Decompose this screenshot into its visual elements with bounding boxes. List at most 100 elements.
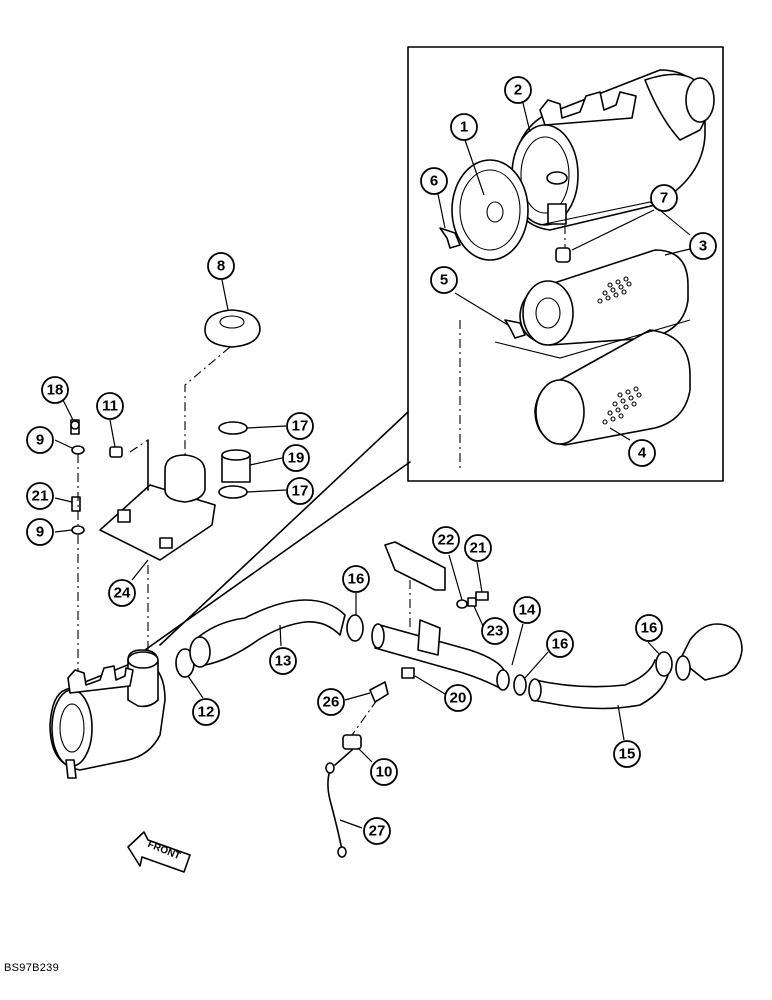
callout-16-turbo: 16: [635, 614, 663, 642]
callout-16-hose13: 16: [342, 565, 370, 593]
callout-20-label: 20: [450, 690, 467, 707]
elbow-fitting: [369, 681, 389, 703]
callout-13-label: 13: [275, 653, 292, 670]
callout-2: 2: [504, 76, 532, 104]
wing-nut-lower: [504, 319, 526, 339]
hose-clamp-16-turbo: [655, 651, 673, 677]
callout-27-label: 27: [369, 823, 386, 840]
pipe-bracket: [384, 541, 446, 656]
washer-lower: [71, 525, 85, 535]
callout-20: 20: [444, 684, 472, 712]
callout-21-right: 21: [464, 534, 492, 562]
outlet-hose: [528, 659, 671, 710]
bolt-part-21-left: [71, 496, 81, 512]
hose-clamp-16-right-pipe: [513, 674, 527, 696]
nut-part-23: [467, 597, 477, 607]
assembly-lines-inset: [459, 201, 691, 470]
callout-26: 26: [317, 688, 345, 716]
intake-hose: [189, 599, 346, 668]
callout-17-lower-label: 17: [292, 483, 309, 500]
callout-2-label: 2: [514, 82, 522, 99]
callout-22-label: 22: [438, 532, 455, 549]
callout-7-label: 7: [660, 190, 668, 207]
turbocharger-outline: [675, 623, 743, 681]
callout-16-turbo-label: 16: [641, 620, 658, 637]
hose-clamp-16-middle: [346, 614, 364, 642]
callout-7: 7: [650, 184, 678, 212]
callout-9-lower-label: 9: [36, 524, 44, 541]
front-direction-arrow: FRONT: [127, 831, 191, 873]
callout-16-pipe-label: 16: [552, 636, 569, 653]
callout-18-label: 18: [47, 382, 64, 399]
mounting-bracket: [99, 439, 216, 561]
callout-24-label: 24: [114, 585, 131, 602]
callout-3-label: 3: [699, 238, 707, 255]
wing-nut-upper: [439, 227, 461, 249]
washer-upper: [71, 445, 85, 455]
callout-12-label: 12: [198, 704, 215, 721]
leader-lines: [54, 102, 691, 829]
callout-22: 22: [432, 526, 460, 554]
callout-13: 13: [269, 647, 297, 675]
callout-12: 12: [192, 698, 220, 726]
callout-8: 8: [207, 252, 235, 280]
callout-15-label: 15: [619, 746, 636, 763]
callout-6: 6: [420, 167, 448, 195]
callout-15: 15: [613, 740, 641, 768]
dust-cap: [204, 309, 261, 348]
callout-14-label: 14: [519, 602, 536, 619]
callout-11-label: 11: [102, 398, 118, 415]
callout-11: 11: [96, 392, 124, 420]
callout-10: 10: [370, 758, 398, 786]
bolt-part-11: [109, 446, 123, 458]
nut-part-7: [555, 247, 571, 263]
fitting-part-20: [401, 667, 415, 679]
callout-9-lower: 9: [26, 518, 54, 546]
callout-27: 27: [363, 817, 391, 845]
hose-clamp-lower: [218, 485, 248, 499]
callout-19-label: 19: [288, 450, 305, 467]
secondary-filter-element: [534, 329, 691, 446]
assembly-lines-main: [77, 346, 231, 680]
callout-17-upper-label: 17: [292, 418, 309, 435]
callout-4-label: 4: [638, 445, 647, 462]
rubber-sleeve: [221, 449, 251, 483]
wiring-harness: [325, 749, 353, 858]
callout-14: 14: [513, 596, 541, 624]
callout-16-hose13-label: 16: [348, 571, 365, 588]
callout-6-label: 6: [430, 173, 438, 190]
detail-inset: [144, 46, 724, 651]
callout-21-left-label: 21: [32, 488, 49, 505]
callout-1: 1: [450, 113, 478, 141]
callout-5-label: 5: [440, 272, 448, 289]
reference-code: BS97B239: [4, 962, 59, 974]
callout-17-lower: 17: [286, 477, 314, 505]
callout-21-right-label: 21: [470, 540, 487, 557]
hose-clamp-upper: [218, 421, 248, 435]
callout-8-label: 8: [217, 258, 225, 275]
callout-17-upper: 17: [286, 412, 314, 440]
callout-23: 23: [481, 617, 509, 645]
callout-24: 24: [108, 579, 136, 607]
bolt-part-21-right: [475, 591, 489, 601]
callout-9-upper-label: 9: [36, 432, 44, 449]
callout-26-label: 26: [323, 694, 340, 711]
callout-19: 19: [282, 444, 310, 472]
callout-21-left: 21: [26, 482, 54, 510]
callout-3: 3: [689, 232, 717, 260]
washer-part-22: [456, 599, 468, 609]
air-cleaner-housing: [511, 69, 715, 231]
callout-18: 18: [41, 376, 69, 404]
callout-10-label: 10: [376, 764, 393, 781]
callout-9-upper: 9: [26, 426, 54, 454]
intake-pipe: [371, 623, 510, 691]
restriction-switch: [342, 734, 362, 750]
callout-5: 5: [430, 266, 458, 294]
air-cleaner-assembly: [49, 649, 166, 779]
callout-16-pipe: 16: [546, 630, 574, 658]
primary-filter-element: [519, 249, 689, 346]
bolt-part-18: [70, 419, 80, 435]
callout-1-label: 1: [460, 119, 468, 136]
end-cover: [451, 159, 529, 261]
